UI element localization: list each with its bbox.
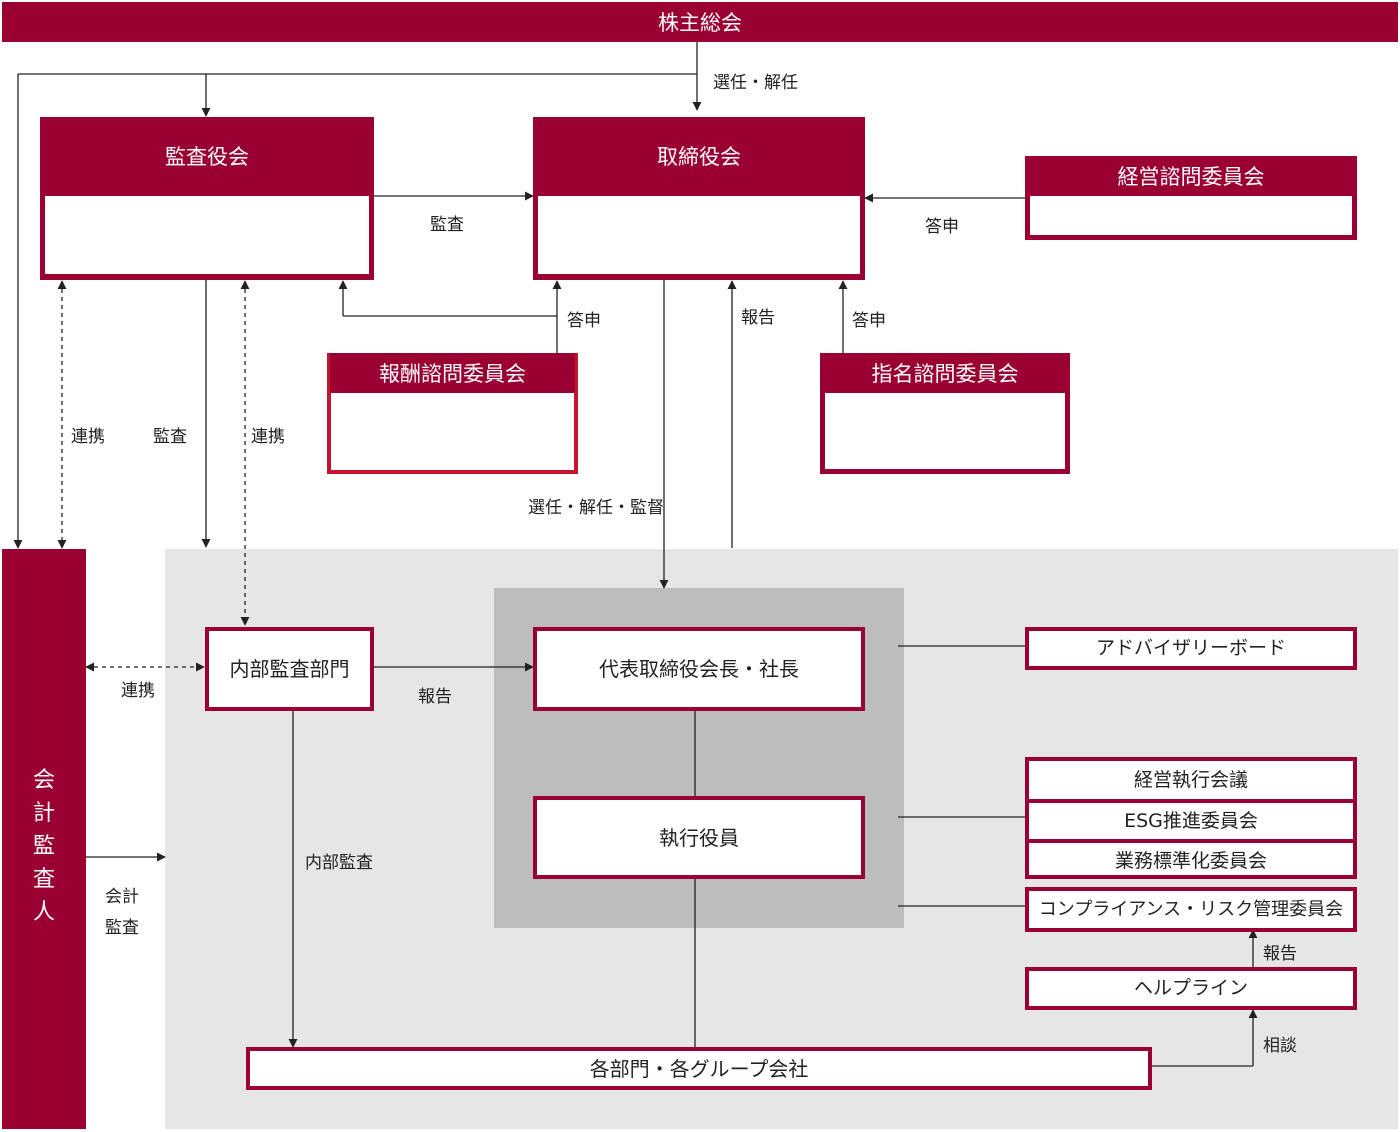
label-link-internal: 連携 <box>121 681 155 701</box>
label-audit-top: 監査 <box>430 215 464 235</box>
auditor-char: 査 <box>32 867 55 892</box>
standardization-committee: 業務標準化委員会 <box>1114 849 1267 872</box>
compliance-risk-committee: コンプライアンス・リスク管理委員会 <box>1025 887 1357 932</box>
label-consult: 相談 <box>1263 1036 1297 1056</box>
board-title: 取締役会 <box>657 145 741 169</box>
executive-management-meeting: 経営執行会議 <box>1029 761 1353 803</box>
board-outside: 内、社外取締役５名 <box>618 238 780 259</box>
nomination-body: 取締役７名 内、社外取締役５名 <box>825 393 1065 469</box>
nomination-outside: 内、社外取締役５名 <box>864 434 1026 455</box>
executive-officers: 執行役員 <box>533 796 865 879</box>
label-accounting-audit-1: 会計 <box>105 887 139 907</box>
chairman-president: 代表取締役会長・社長 <box>533 627 865 711</box>
audit-board-members: 監査役４名 <box>162 209 252 231</box>
esg-committee: ESG推進委員会 <box>1029 803 1353 843</box>
audit-board-outside: 内、社外監査役３名 <box>126 238 288 259</box>
compensation-body: 取締役７名 内、社外取締役５名 <box>331 393 574 470</box>
label-report-internal: 報告 <box>418 687 452 707</box>
compensation-title: 報酬諮問委員会 <box>330 353 575 393</box>
audit-board-body: 監査役４名 内、社外監査役３名 <box>45 196 369 274</box>
management-advisory-committee: 経営諮問委員会 取締役・執行役員 <box>1025 156 1357 240</box>
label-report-nom: 答申 <box>852 311 886 331</box>
audit-board: 監査役会 監査役４名 内、社外監査役３名 <box>40 117 374 280</box>
helpline: ヘルプライン <box>1025 967 1357 1010</box>
board-of-directors: 取締役会 取締役８名 内、社外取締役５名 <box>533 117 865 280</box>
board-members: 取締役８名 <box>654 209 744 231</box>
auditor-char: 人 <box>32 900 55 925</box>
nomination-members: 取締役７名 <box>900 405 990 427</box>
label-report-help: 報告 <box>1263 944 1297 964</box>
compensation-advisory-committee: 報酬諮問委員会 取締役７名 内、社外取締役５名 <box>327 353 578 474</box>
auditor-char: 計 <box>32 801 55 826</box>
label-link-mid: 連携 <box>251 427 285 447</box>
mgmt-advisory-body: 取締役・執行役員 <box>1030 196 1352 235</box>
committee-group: 経営執行会議 ESG推進委員会 業務標準化委員会 <box>1025 757 1357 879</box>
mgmt-advisory-members: 取締役・執行役員 <box>1119 204 1263 226</box>
internal-audit-department: 内部監査部門 <box>205 627 374 711</box>
auditor-char: 監 <box>32 834 55 859</box>
advisory-board: アドバイザリーボード <box>1025 627 1357 670</box>
compensation-members: 取締役７名 <box>407 405 498 427</box>
board-body: 取締役８名 内、社外取締役５名 <box>538 196 860 274</box>
nomination-advisory-committee: 指名諮問委員会 取締役７名 内、社外取締役５名 <box>820 353 1070 474</box>
accounting-auditor: 会 計 監 査 人 <box>2 549 86 1129</box>
label-audit-mid: 監査 <box>153 427 187 447</box>
label-report-comp: 答申 <box>567 311 601 331</box>
nomination-title: 指名諮問委員会 <box>871 362 1019 386</box>
compensation-outside: 内、社外取締役５名 <box>371 434 534 456</box>
label-report-mgmt: 答申 <box>925 217 959 237</box>
audit-board-title: 監査役会 <box>165 145 249 169</box>
auditor-char: 会 <box>32 768 55 793</box>
shareholders-meeting: 株主総会 <box>2 2 1398 42</box>
label-internal-audit: 内部監査 <box>305 853 373 873</box>
mgmt-advisory-title: 経営諮問委員会 <box>1117 165 1265 189</box>
label-link-left: 連携 <box>71 427 105 447</box>
divisions-group-companies: 各部門・各グループ会社 <box>246 1047 1152 1090</box>
label-elect-supervise: 選任・解任・監督 <box>528 498 664 518</box>
label-accounting-audit-2: 監査 <box>105 918 139 938</box>
label-elect-dismiss: 選任・解任 <box>713 73 798 93</box>
label-report-board: 報告 <box>741 308 775 328</box>
accounting-auditor-label: 会 計 監 査 人 <box>2 764 86 929</box>
